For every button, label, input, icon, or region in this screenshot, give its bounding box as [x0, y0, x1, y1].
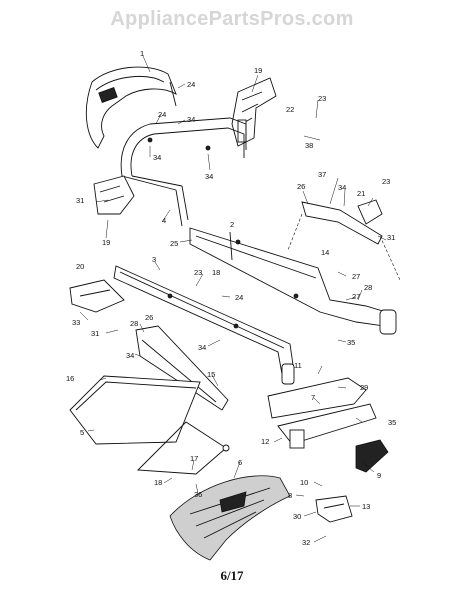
callout-34: 34 — [338, 183, 346, 192]
callout-2: 2 — [230, 220, 234, 229]
callout-15: 15 — [207, 370, 215, 379]
callout-3: 3 — [152, 255, 156, 264]
part-7-12-crossbar — [267, 377, 377, 449]
callout-24: 24 — [158, 110, 166, 119]
page-number: 6/17 — [220, 568, 244, 583]
part-2-frame-rail — [189, 227, 397, 335]
callout-24: 24 — [187, 80, 195, 89]
part-9-foot-pad — [355, 439, 389, 473]
callout-30: 30 — [293, 512, 301, 521]
callout-35: 35 — [347, 338, 355, 347]
callout-20: 20 — [76, 262, 84, 271]
callout-35: 35 — [388, 418, 396, 427]
callout-32: 32 — [302, 538, 310, 547]
part-18-rod — [136, 421, 230, 475]
part-19-bracket-upper — [231, 77, 277, 147]
callout-26: 26 — [297, 182, 305, 191]
callout-34: 34 — [126, 351, 134, 360]
leader-lines — [79, 55, 387, 543]
callout-31: 31 — [387, 233, 395, 242]
part-4-tube-frame — [120, 117, 247, 227]
callout-1: 1 — [140, 49, 144, 58]
callout-34: 34 — [187, 115, 195, 124]
callout-16: 16 — [66, 374, 74, 383]
callout-34: 34 — [198, 343, 206, 352]
part-19-bracket-lower — [93, 175, 135, 215]
callout-11: 11 — [294, 361, 302, 370]
callout-14: 14 — [321, 248, 329, 257]
callout-17: 17 — [190, 454, 198, 463]
callout-28: 28 — [364, 283, 372, 292]
callout-19: 19 — [254, 66, 262, 75]
callout-37: 37 — [318, 170, 326, 179]
part-15-angled-rail — [135, 325, 229, 411]
callout-13: 13 — [362, 502, 370, 511]
callout-26: 26 — [145, 313, 153, 322]
callout-10: 10 — [300, 478, 308, 487]
callout-27: 27 — [352, 272, 360, 281]
part-3-lower-rail — [113, 265, 295, 385]
callout-23: 23 — [318, 94, 326, 103]
part-6-grille — [169, 475, 291, 561]
part-20-plate — [69, 279, 125, 313]
part-1-fender — [85, 66, 177, 149]
callout-34: 34 — [205, 172, 213, 181]
callout-27: 27 — [352, 292, 360, 301]
callout-9: 9 — [377, 471, 381, 480]
part-5-floor-mat — [69, 375, 201, 445]
callout-6: 6 — [238, 458, 242, 467]
callout-21: 21 — [357, 189, 365, 198]
callout-29: 29 — [360, 383, 368, 392]
watermark-text: AppliancePartsPros.com — [110, 8, 354, 30]
callout-24: 24 — [235, 293, 243, 302]
callout-4: 4 — [162, 216, 166, 225]
callout-12: 12 — [261, 437, 269, 446]
callout-7: 7 — [311, 393, 315, 402]
callout-38: 38 — [305, 141, 313, 150]
callout-8: 8 — [288, 491, 292, 500]
part-14-support-arm — [287, 199, 401, 281]
callout-23: 23 — [194, 268, 202, 277]
callout-19: 19 — [102, 238, 110, 247]
callout-18: 18 — [154, 478, 162, 487]
callout-31: 31 — [76, 196, 84, 205]
callout-28: 28 — [130, 319, 138, 328]
callout-31: 31 — [91, 329, 99, 338]
callout-33: 33 — [72, 318, 80, 327]
part-13-bracket — [315, 495, 353, 523]
callout-34: 34 — [153, 153, 161, 162]
callout-22: 22 — [286, 105, 294, 114]
callout-labels: 1 24 24 34 34 34 19 23 22 38 31 4 19 37 … — [66, 49, 396, 547]
callout-18: 18 — [212, 268, 220, 277]
callout-25: 25 — [170, 239, 178, 248]
callout-23: 23 — [382, 177, 390, 186]
callout-36: 36 — [194, 490, 202, 499]
callout-5: 5 — [80, 428, 84, 437]
